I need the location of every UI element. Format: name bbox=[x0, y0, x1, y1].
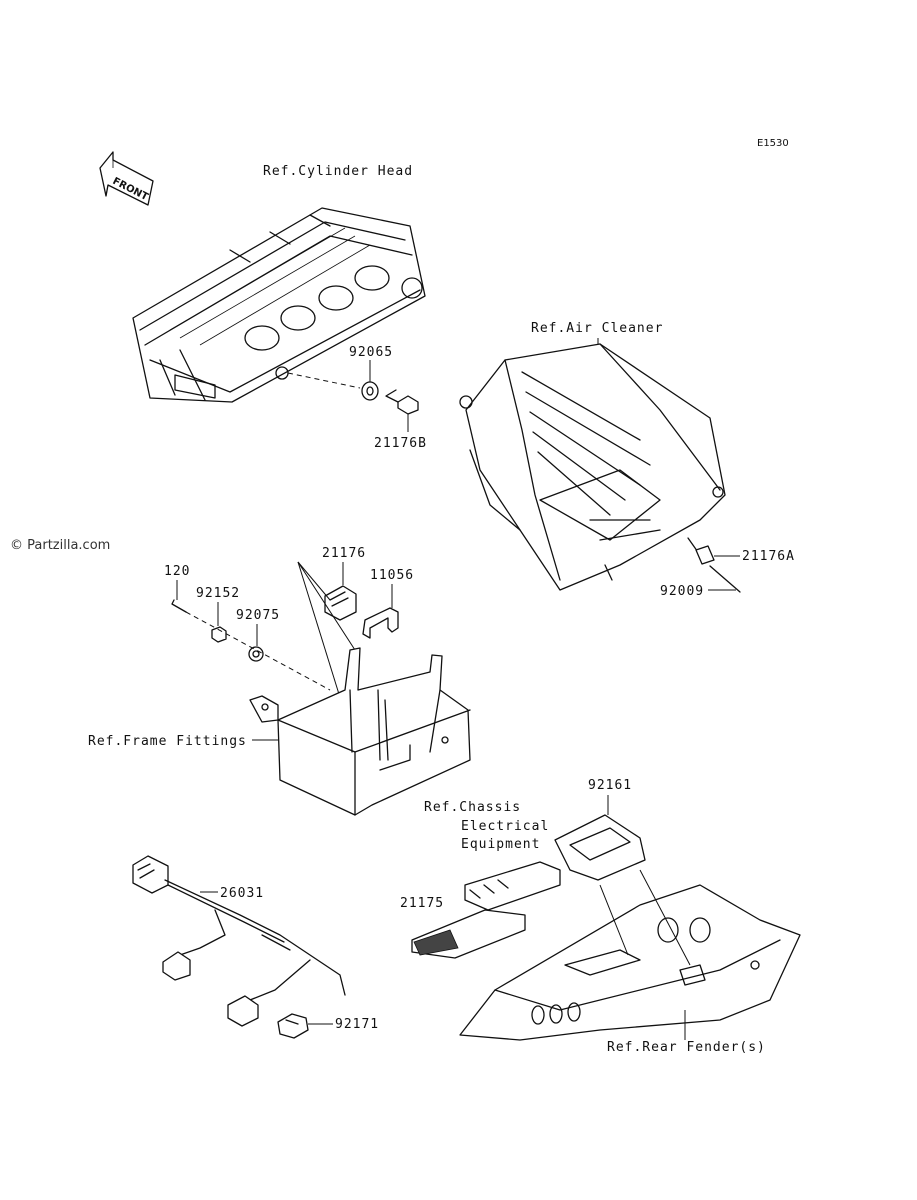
front-arrow-icon: FRONT bbox=[99, 151, 154, 206]
part-92065-label: 92065 bbox=[349, 345, 393, 360]
bracket-92161 bbox=[554, 814, 646, 881]
sensor-21176A bbox=[687, 537, 741, 593]
part-21176A-label: 21176A bbox=[742, 549, 795, 564]
air-cleaner-drawing bbox=[459, 343, 726, 591]
part-11056-label: 11056 bbox=[370, 568, 414, 583]
diagram-code: E1530 bbox=[757, 138, 789, 149]
part-92009-label: 92009 bbox=[660, 584, 704, 599]
part-120-label: 120 bbox=[164, 564, 190, 579]
ecu-21175 bbox=[411, 909, 526, 959]
ref-air-cleaner-label: Ref.Air Cleaner bbox=[531, 321, 663, 336]
ref-chassis-label-line3: Equipment bbox=[461, 837, 540, 852]
part-21176-label: 21176 bbox=[322, 546, 366, 561]
sensor-21176B bbox=[385, 389, 419, 415]
ref-cylinder-head-label: Ref.Cylinder Head bbox=[263, 164, 413, 179]
ref-frame-fittings-label: Ref.Frame Fittings bbox=[88, 734, 247, 749]
part-92171-label: 92171 bbox=[335, 1017, 379, 1032]
clamp-11056 bbox=[362, 607, 399, 639]
watermark: © Partzilla.com bbox=[10, 538, 110, 553]
harness-26031 bbox=[132, 855, 346, 1027]
washer-92065 bbox=[361, 381, 379, 401]
part-92161-label: 92161 bbox=[588, 778, 632, 793]
bolt-120 bbox=[171, 599, 187, 613]
connector-21176 bbox=[324, 585, 357, 621]
part-92152-label: 92152 bbox=[196, 586, 240, 601]
frame-fittings-drawing bbox=[249, 647, 471, 816]
collar-92152 bbox=[211, 626, 227, 643]
damper-92075 bbox=[248, 646, 264, 662]
relay-connector bbox=[464, 861, 561, 911]
ref-chassis-label-line2: Electrical bbox=[461, 819, 549, 834]
rear-fender-drawing bbox=[459, 884, 801, 1041]
cylinder-head-drawing bbox=[132, 207, 426, 403]
part-26031-label: 26031 bbox=[220, 886, 264, 901]
part-21175-label: 21175 bbox=[400, 896, 444, 911]
ref-chassis-label-line1: Ref.Chassis bbox=[424, 800, 521, 815]
ref-rear-fender-label: Ref.Rear Fender(s) bbox=[607, 1040, 766, 1055]
part-21176B-label: 21176B bbox=[374, 436, 427, 451]
part-92075-label: 92075 bbox=[236, 608, 280, 623]
clamp-92171 bbox=[277, 1013, 309, 1039]
